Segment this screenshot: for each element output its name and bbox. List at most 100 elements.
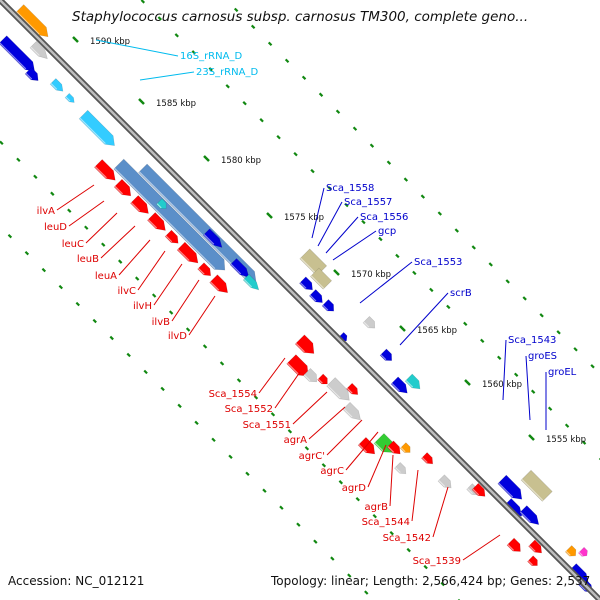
leader-line bbox=[292, 391, 328, 425]
track-dot bbox=[101, 242, 106, 247]
leader-line bbox=[171, 279, 200, 322]
track-dot bbox=[279, 505, 284, 510]
gene-arrow-highlight bbox=[565, 550, 571, 556]
gene-arrow bbox=[202, 228, 223, 248]
gene-arrow-highlight bbox=[310, 275, 325, 289]
track-dot bbox=[463, 321, 468, 327]
gene-arrow-highlight bbox=[130, 202, 141, 212]
gene-arrow bbox=[527, 555, 538, 566]
leader-line bbox=[308, 406, 346, 440]
gene-label: Sca_1544 bbox=[362, 517, 410, 528]
gene-arrow-highlight bbox=[177, 248, 190, 261]
track-dot bbox=[547, 406, 553, 411]
length-label: Length: bbox=[372, 574, 419, 588]
gene-arrow-body bbox=[346, 382, 359, 395]
track-dot bbox=[296, 522, 301, 527]
tick-mark bbox=[203, 155, 210, 162]
gene-arrow bbox=[317, 373, 328, 385]
gene-arrow bbox=[564, 545, 577, 557]
gene-label: groEL bbox=[548, 367, 577, 378]
gene-arrow bbox=[302, 367, 318, 383]
gene-label: ilvC bbox=[118, 286, 136, 297]
gene-label: 16S_rRNA_D bbox=[180, 51, 242, 62]
track-dot bbox=[321, 463, 327, 468]
gene-arrow-body bbox=[520, 469, 553, 502]
track-dot bbox=[590, 364, 595, 369]
gene-arrow-highlight bbox=[472, 488, 480, 496]
gene-label: gcp bbox=[378, 226, 396, 237]
gene-arrow-highlight bbox=[358, 443, 367, 453]
gene-arrow-body bbox=[577, 546, 588, 557]
track-dot bbox=[454, 228, 459, 233]
gene-arrow bbox=[362, 316, 376, 329]
leader-line bbox=[153, 263, 183, 306]
track-dot bbox=[58, 284, 64, 290]
gene-arrow-highlight bbox=[147, 219, 158, 229]
gene-arrow bbox=[164, 229, 179, 244]
leader-line bbox=[389, 454, 394, 507]
tick-label: 1570 kbp bbox=[351, 270, 391, 280]
topology-value: linear; bbox=[330, 574, 369, 588]
leader-line bbox=[432, 486, 449, 538]
gene-arrow-highlight bbox=[578, 551, 583, 557]
track-dot bbox=[293, 151, 298, 157]
gene-arrow bbox=[308, 289, 323, 303]
gene-arrow-highlight bbox=[391, 382, 400, 392]
track-dot bbox=[513, 372, 519, 377]
track-dot bbox=[522, 296, 527, 301]
gene-features bbox=[0, 4, 593, 593]
track-dot bbox=[177, 403, 182, 409]
gene-arrow bbox=[399, 442, 411, 453]
gene-arrow-body bbox=[437, 474, 452, 489]
topology-label: Topology: bbox=[271, 574, 328, 588]
track-dot bbox=[270, 412, 276, 417]
track-dot bbox=[287, 429, 293, 434]
leader-line bbox=[188, 295, 216, 336]
map-title: Staphylococcus carnosus subsp. carnosus … bbox=[72, 9, 529, 25]
gene-arrow-body bbox=[326, 377, 350, 401]
leader-line bbox=[118, 239, 151, 276]
gene-arrow-body bbox=[390, 376, 408, 394]
gene-arrow-body bbox=[49, 78, 64, 92]
gene-arrow bbox=[0, 35, 36, 72]
gene-arrow-body bbox=[519, 505, 540, 526]
tick-label: 1565 kbp bbox=[417, 326, 457, 336]
leader-line bbox=[56, 184, 95, 211]
track-dot bbox=[284, 58, 290, 64]
gene-arrow bbox=[294, 334, 315, 354]
leader-line bbox=[367, 444, 387, 488]
gene-arrow-body bbox=[78, 109, 115, 147]
gene-arrow bbox=[379, 348, 393, 361]
gene-label: Sca_1554 bbox=[209, 389, 257, 400]
gene-label: leuA bbox=[95, 271, 117, 282]
gene-label: agrA bbox=[284, 435, 308, 446]
gene-arrow bbox=[309, 267, 333, 290]
track-dot bbox=[378, 236, 383, 242]
gene-arrow-highlight bbox=[138, 171, 248, 280]
gene-arrow-body bbox=[342, 401, 362, 421]
gene-arrow bbox=[437, 474, 452, 489]
gene-arrow-body bbox=[147, 212, 166, 231]
gene-arrow-body bbox=[471, 482, 486, 497]
gene-arrow-body bbox=[64, 92, 75, 103]
gene-arrow-highlight bbox=[498, 482, 514, 498]
gene-arrow-body bbox=[379, 348, 393, 361]
gene-label: ilvB bbox=[152, 317, 170, 328]
gene-label: leuD bbox=[44, 222, 67, 233]
track-dot bbox=[157, 16, 162, 21]
gene-arrow-highlight bbox=[400, 447, 406, 453]
gene-arrow-body bbox=[229, 258, 250, 278]
track-dot bbox=[364, 590, 369, 595]
gene-arrow-highlight bbox=[300, 257, 318, 276]
gene-arrow-body bbox=[197, 262, 212, 277]
track-dot bbox=[505, 279, 510, 284]
gene-arrow bbox=[299, 276, 313, 291]
track-dot bbox=[440, 581, 445, 587]
leader-line bbox=[411, 469, 419, 522]
track-dot bbox=[242, 101, 247, 106]
track-dot bbox=[211, 437, 216, 443]
gene-arrow-body bbox=[497, 474, 523, 500]
tick-label: 1555 kbp bbox=[546, 435, 586, 445]
